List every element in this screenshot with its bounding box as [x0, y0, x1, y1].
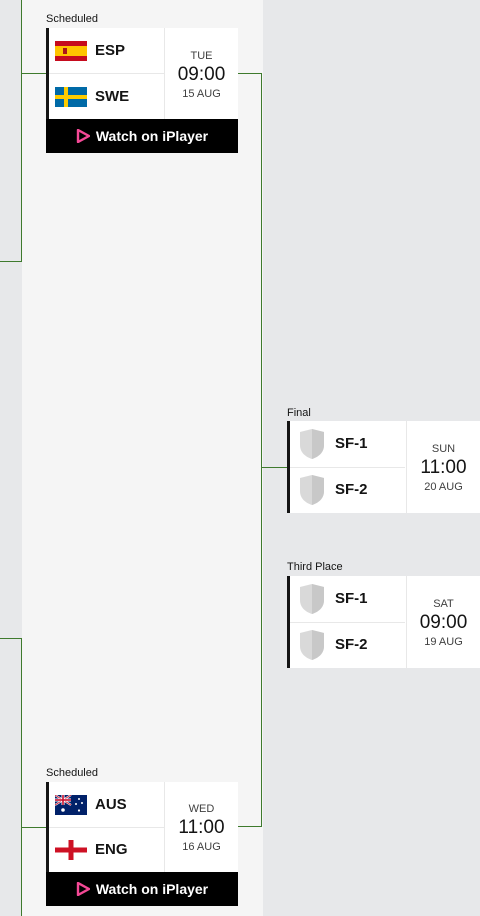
divider	[49, 827, 164, 828]
match-time: 09:00	[177, 64, 226, 85]
match-card-esp-swe[interactable]: ESP SWE TUE 09:00 15 AUG	[46, 28, 238, 119]
card-accent	[46, 28, 49, 119]
bracket-line	[238, 73, 262, 74]
team-row-away: SF-2	[290, 622, 368, 667]
bracket-line	[238, 826, 262, 827]
match-datetime: SUN 11:00 20 AUG	[407, 443, 480, 493]
team-name: AUS	[95, 796, 127, 813]
card-accent	[46, 782, 49, 872]
team-row-home: SF-1	[290, 576, 368, 621]
match-day: SUN	[431, 443, 456, 455]
divider	[49, 73, 164, 74]
england-flag-icon	[55, 839, 87, 860]
australia-flag-icon	[55, 794, 87, 815]
team-name: SWE	[95, 88, 130, 105]
divider	[164, 782, 165, 872]
divider	[164, 28, 165, 119]
bracket-line	[21, 827, 46, 828]
match-card-third-place[interactable]: SF-1 SF-2 SAT 09:00 19 AUG	[287, 576, 480, 668]
card-accent	[287, 421, 290, 513]
watch-on-iplayer-button[interactable]: Watch on iPlayer	[46, 119, 238, 153]
match-day: TUE	[190, 50, 213, 62]
match-time: 11:00	[178, 817, 225, 838]
bracket-line	[0, 638, 22, 639]
shield-icon	[299, 474, 325, 506]
match-card-aus-eng[interactable]: AUS ENG WED 11:00 16 AUG	[46, 782, 238, 872]
card-accent	[287, 576, 290, 668]
match-stage-label: Third Place	[287, 561, 343, 573]
team-name: SF-2	[335, 636, 368, 653]
team-name: SF-1	[335, 435, 368, 452]
match-datetime: TUE 09:00 15 AUG	[165, 50, 238, 100]
match-day: WED	[188, 803, 215, 815]
bracket-line	[0, 261, 22, 262]
bracket-line	[261, 467, 288, 468]
watch-label: Watch on iPlayer	[95, 128, 209, 144]
bracket-line	[21, 0, 22, 262]
match-datetime: SAT 09:00 19 AUG	[407, 598, 480, 648]
match-stage-label: Final	[287, 407, 311, 419]
spain-flag-icon	[55, 40, 87, 61]
match-time: 11:00	[420, 457, 467, 478]
match-day: SAT	[433, 598, 454, 610]
match-status: Scheduled	[46, 13, 98, 25]
team-name: ENG	[95, 841, 128, 858]
team-name: SF-2	[335, 481, 368, 498]
team-row-away: SWE	[49, 74, 129, 119]
shield-icon	[299, 629, 325, 661]
watch-label: Watch on iPlayer	[95, 881, 209, 897]
match-card-final[interactable]: SF-1 SF-2 SUN 11:00 20 AUG	[287, 421, 480, 513]
team-row-away: SF-2	[290, 467, 368, 512]
match-datetime: WED 11:00 16 AUG	[165, 803, 238, 853]
shield-icon	[299, 583, 325, 615]
match-date: 15 AUG	[182, 88, 221, 100]
team-row-home: ESP	[49, 28, 125, 73]
bracket-line	[21, 638, 22, 916]
divider	[290, 467, 405, 468]
sweden-flag-icon	[55, 86, 87, 107]
match-date: 16 AUG	[182, 841, 221, 853]
team-row-home: SF-1	[290, 421, 368, 466]
team-name: ESP	[95, 42, 126, 59]
iplayer-play-icon	[76, 882, 90, 896]
match-status: Scheduled	[46, 767, 98, 779]
divider	[406, 421, 407, 513]
bracket-line	[21, 73, 46, 74]
team-name: SF-1	[335, 590, 368, 607]
iplayer-play-icon	[76, 129, 90, 143]
watch-on-iplayer-button[interactable]: Watch on iPlayer	[46, 872, 238, 906]
match-time: 09:00	[419, 612, 468, 633]
divider	[290, 622, 405, 623]
team-row-home: AUS	[49, 782, 127, 827]
match-date: 19 AUG	[424, 636, 463, 648]
shield-icon	[299, 428, 325, 460]
team-row-away: ENG	[49, 827, 128, 872]
divider	[406, 576, 407, 668]
match-date: 20 AUG	[424, 481, 463, 493]
bracket-line	[261, 73, 262, 827]
